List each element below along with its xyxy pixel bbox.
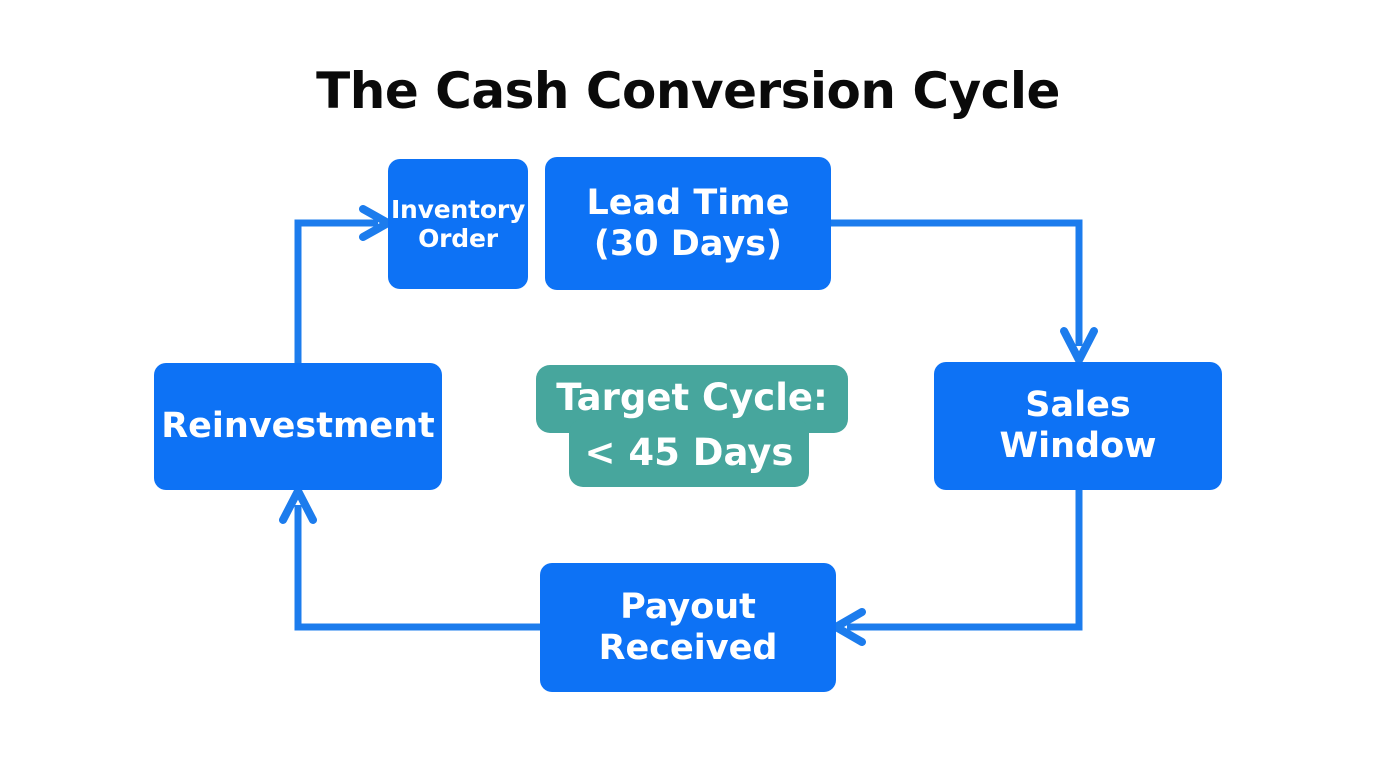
node-sales-window[interactable]: Sales Window [934, 362, 1222, 490]
node-lead-time-line-1: Lead Time [586, 182, 790, 223]
target-cycle-callout: Target Cycle: < 45 Days [530, 362, 850, 490]
node-inventory-order-line-1: Inventory [390, 195, 526, 224]
node-inventory-order[interactable]: Inventory Order [388, 159, 528, 289]
node-sales-window-line-2: Window [999, 426, 1157, 466]
node-inventory-order-line-2: Order [418, 224, 498, 253]
connector-reinvestment-to-inventory-order [294, 205, 392, 366]
node-payout-received[interactable]: Payout Received [540, 563, 836, 692]
node-sales-window-line-1: Sales [1025, 385, 1131, 426]
node-payout-received-line-2: Received [598, 627, 778, 668]
connector-payout-received-to-reinvestment [279, 487, 541, 631]
page-title: The Cash Conversion Cycle [316, 62, 1060, 120]
connector-lead-time-to-sales-window [831, 219, 1098, 364]
node-lead-time[interactable]: Lead Time (30 Days) [545, 157, 831, 290]
node-reinvestment[interactable]: Reinvestment [154, 363, 442, 490]
connector-sales-window-to-payout-received [832, 489, 1083, 646]
node-reinvestment-line-1: Reinvestment [161, 406, 435, 447]
node-payout-received-line-1: Payout [620, 586, 756, 627]
target-cycle-line-2: < 45 Days [569, 419, 809, 487]
node-lead-time-line-2: (30 Days) [593, 223, 783, 264]
